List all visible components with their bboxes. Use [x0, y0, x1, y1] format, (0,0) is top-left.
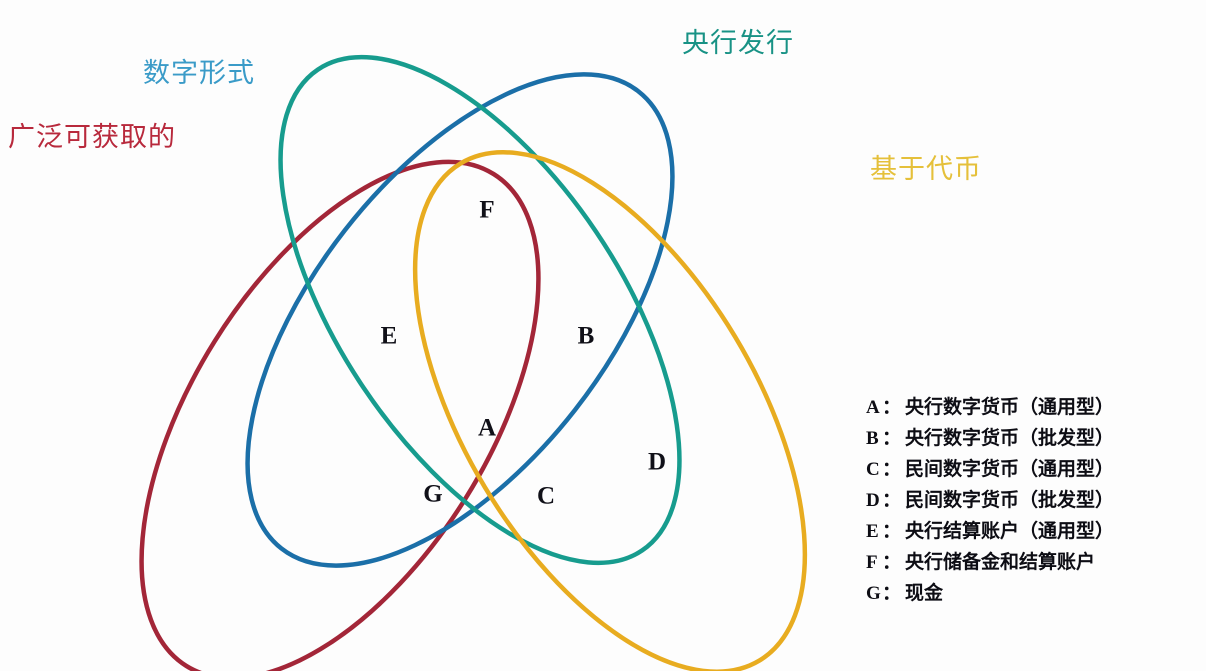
legend-colon: ：	[882, 459, 902, 480]
ellipse-digital-form	[245, 72, 675, 568]
legend-colon: ：	[882, 583, 902, 604]
legend-item-d: D ： 民间数字货币（批发型）	[866, 485, 1196, 516]
legend-item-c: C ： 民间数字货币（通用型）	[866, 454, 1196, 485]
ellipse-widely-accessible	[139, 159, 541, 671]
legend-key: D	[866, 490, 880, 511]
legend-label: 民间数字货币（通用型）	[905, 459, 1115, 480]
legend-label: 现金	[905, 583, 944, 604]
legend-key: A	[866, 397, 880, 418]
legend: A ： 央行数字货币（通用型） B ： 央行数字货币（批发型） C ： 民间数字…	[866, 392, 1196, 609]
legend-colon: ：	[882, 397, 902, 418]
region-letter-e: E	[380, 322, 398, 350]
legend-label: 央行结算账户（通用型）	[905, 521, 1115, 542]
legend-label: 央行数字货币（通用型）	[905, 397, 1115, 418]
legend-label: 央行储备金和结算账户	[905, 552, 1096, 573]
legend-item-a: A ： 央行数字货币（通用型）	[866, 392, 1196, 423]
region-letter-g: G	[423, 480, 443, 508]
legend-item-b: B ： 央行数字货币（批发型）	[866, 423, 1196, 454]
set-label-digital-form: 数字形式	[143, 58, 255, 88]
set-label-widely-accessible: 广泛可获取的	[8, 122, 176, 152]
legend-label: 央行数字货币（批发型）	[905, 428, 1115, 449]
ellipse-central-bank-issued	[278, 54, 682, 566]
legend-item-f: F ： 央行储备金和结算账户	[866, 547, 1196, 578]
legend-key: B	[866, 428, 879, 449]
legend-colon: ：	[882, 552, 902, 573]
set-label-central-bank-issued: 央行发行	[682, 28, 794, 58]
legend-colon: ：	[882, 428, 902, 449]
region-letter-d: D	[647, 448, 667, 476]
region-letter-a: A	[477, 414, 497, 442]
region-letter-c: C	[536, 482, 556, 510]
legend-colon: ：	[882, 521, 902, 542]
ellipse-token-based	[412, 150, 808, 671]
region-letter-f: F	[479, 196, 495, 224]
legend-colon: ：	[882, 490, 902, 511]
legend-key: E	[866, 521, 879, 542]
region-letter-b: B	[577, 322, 595, 350]
legend-item-e: E ： 央行结算账户（通用型）	[866, 516, 1196, 547]
legend-key: F	[866, 552, 878, 573]
legend-key: C	[866, 459, 880, 480]
legend-key: G	[866, 583, 881, 604]
legend-item-g: G ： 现金	[866, 578, 1196, 609]
set-label-token-based: 基于代币	[870, 154, 982, 184]
legend-label: 民间数字货币（批发型）	[905, 490, 1115, 511]
